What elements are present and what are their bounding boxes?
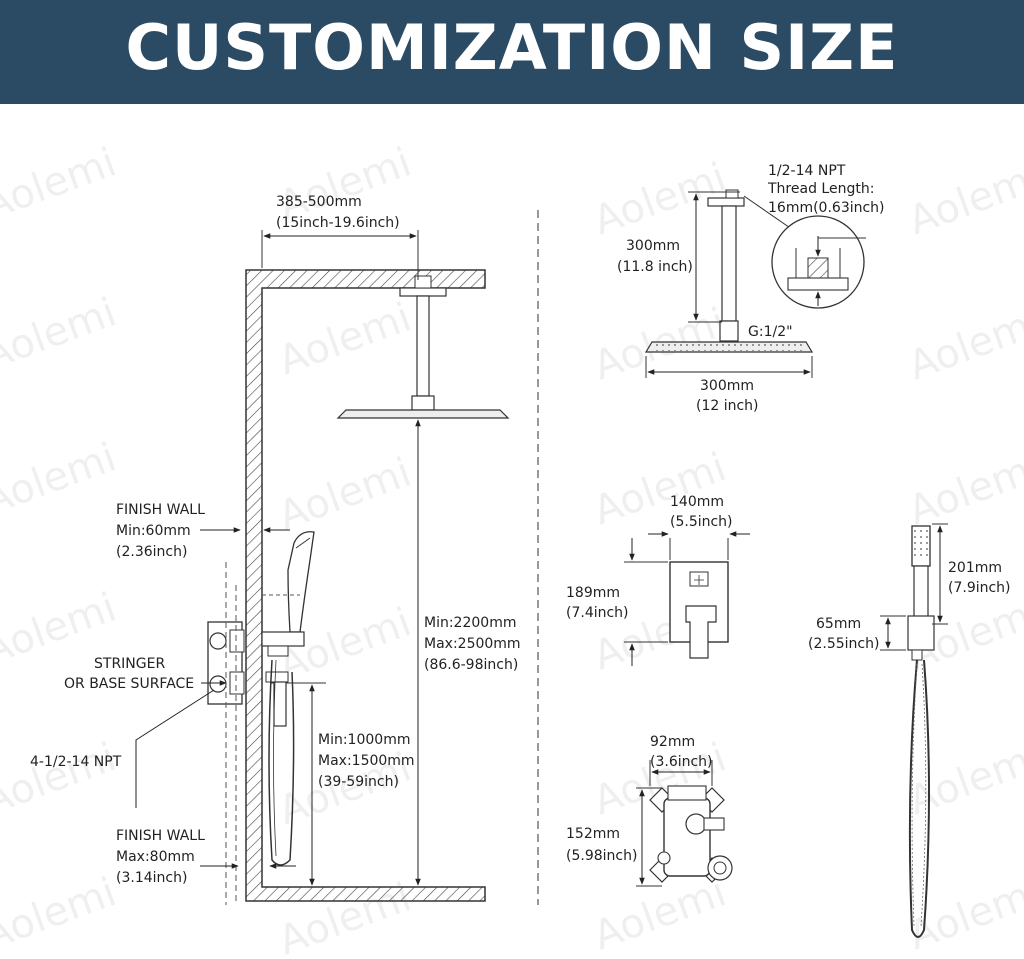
hand-shower-detail [907, 525, 935, 938]
hand-shower-height-label: 201mm [948, 560, 1002, 576]
installation-diagram: Aolemi Aolemi Aolemi Aolemi Aolemi Aolem… [0, 139, 1024, 959]
watermark: Aolemi [0, 139, 122, 229]
arm-length-inch-label: (11.8 inch) [617, 259, 693, 275]
finish-wall-bottom-inch-label: (3.14inch) [116, 870, 187, 886]
plate-width-inch-label: (5.5inch) [670, 514, 733, 530]
stringer-label: STRINGER [94, 656, 165, 672]
head-height-min-label: Min:2200mm [424, 615, 516, 631]
arm-width-label: 385-500mm [276, 194, 362, 210]
wall-hand-shower [261, 531, 315, 866]
watermark: Aolemi [903, 869, 1024, 959]
base-surface-label: OR BASE SURFACE [64, 676, 194, 692]
watermark: Aolemi [0, 869, 122, 959]
arm-length-label: 300mm [626, 238, 680, 254]
finish-wall-top-label: FINISH WALL [116, 502, 205, 518]
watermark: Aolemi [0, 734, 122, 824]
head-width-inch-label: (12 inch) [696, 398, 759, 414]
plate-height-label: 189mm [566, 585, 620, 601]
thread-length-title: Thread Length: [767, 181, 874, 197]
valve-height-max-label: Max:1500mm [318, 753, 415, 769]
holder-height-inch-label: (2.55inch) [808, 636, 879, 652]
finish-wall-top-inch-label: (2.36inch) [116, 544, 187, 560]
thread-length-label: 16mm(0.63inch) [768, 200, 885, 216]
g-thread-label: G:1/2" [748, 324, 793, 340]
valve-width-label: 92mm [650, 734, 695, 750]
plate-width-label: 140mm [670, 494, 724, 510]
valve-depth-label: 152mm [566, 826, 620, 842]
finish-wall-bottom-max-label: Max:80mm [116, 849, 195, 865]
ceiling-shower-head [336, 275, 510, 419]
valve-depth-inch-label: (5.98inch) [566, 848, 637, 864]
head-height-max-label: Max:2500mm [424, 636, 521, 652]
finish-wall-bottom-label: FINISH WALL [116, 828, 205, 844]
watermark: Aolemi [588, 869, 732, 959]
watermark: Aolemi [903, 299, 1024, 389]
head-height-inch-label: (86.6-98inch) [424, 657, 518, 673]
watermark: Aolemi [273, 294, 417, 384]
valve-height-inch-label: (39-59inch) [318, 774, 399, 790]
holder-height-label: 65mm [816, 616, 861, 632]
valve-height-min-label: Min:1000mm [318, 732, 410, 748]
finish-wall-top-min-label: Min:60mm [116, 523, 191, 539]
watermark: Aolemi [0, 289, 122, 379]
valve-width-inch-label: (3.6inch) [650, 754, 713, 770]
watermark: Aolemi [0, 434, 122, 524]
valve-body-detail [649, 785, 733, 883]
arm-width-inch-label: (15inch-19.6inch) [276, 215, 400, 231]
watermark: Aolemi [273, 449, 417, 539]
npt-label: 4-1/2-14 NPT [30, 754, 122, 770]
hand-shower-height-inch-label: (7.9inch) [948, 580, 1011, 596]
page-title: CUSTOMIZATION SIZE [125, 11, 899, 84]
head-width-label: 300mm [700, 378, 754, 394]
watermark: Aolemi [903, 444, 1024, 534]
wall-and-ceiling [245, 269, 486, 902]
shower-head-detail [644, 189, 814, 353]
title-banner: CUSTOMIZATION SIZE [0, 0, 1024, 104]
thread-npt-label: 1/2-14 NPT [768, 163, 846, 179]
watermark: Aolemi [903, 154, 1024, 244]
plate-height-inch-label: (7.4inch) [566, 605, 629, 621]
watermark: Aolemi [903, 734, 1024, 824]
thread-detail-circle [743, 195, 866, 309]
trim-plate-detail [669, 561, 729, 659]
